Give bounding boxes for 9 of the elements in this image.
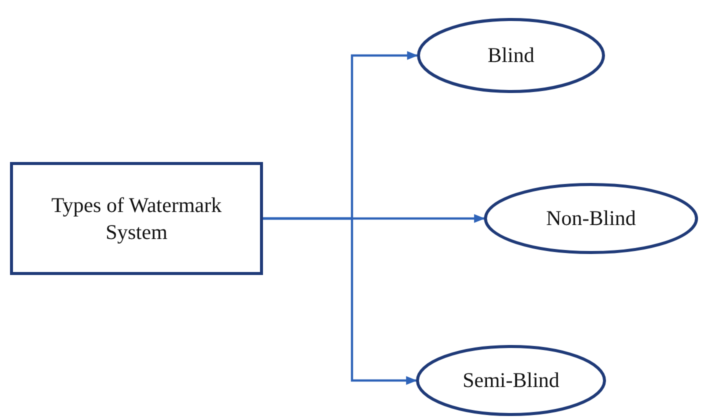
ellipse-node — [417, 18, 605, 93]
ellipse-node — [484, 183, 698, 254]
arrow — [263, 217, 418, 385]
process-box — [10, 162, 263, 275]
node-label: Types of Watermark System — [50, 192, 223, 245]
node-label: Blind — [488, 42, 534, 69]
ellipse-node — [416, 345, 606, 416]
node-label: Semi-Blind — [462, 367, 560, 394]
node-label: Non-Blind — [546, 205, 636, 232]
